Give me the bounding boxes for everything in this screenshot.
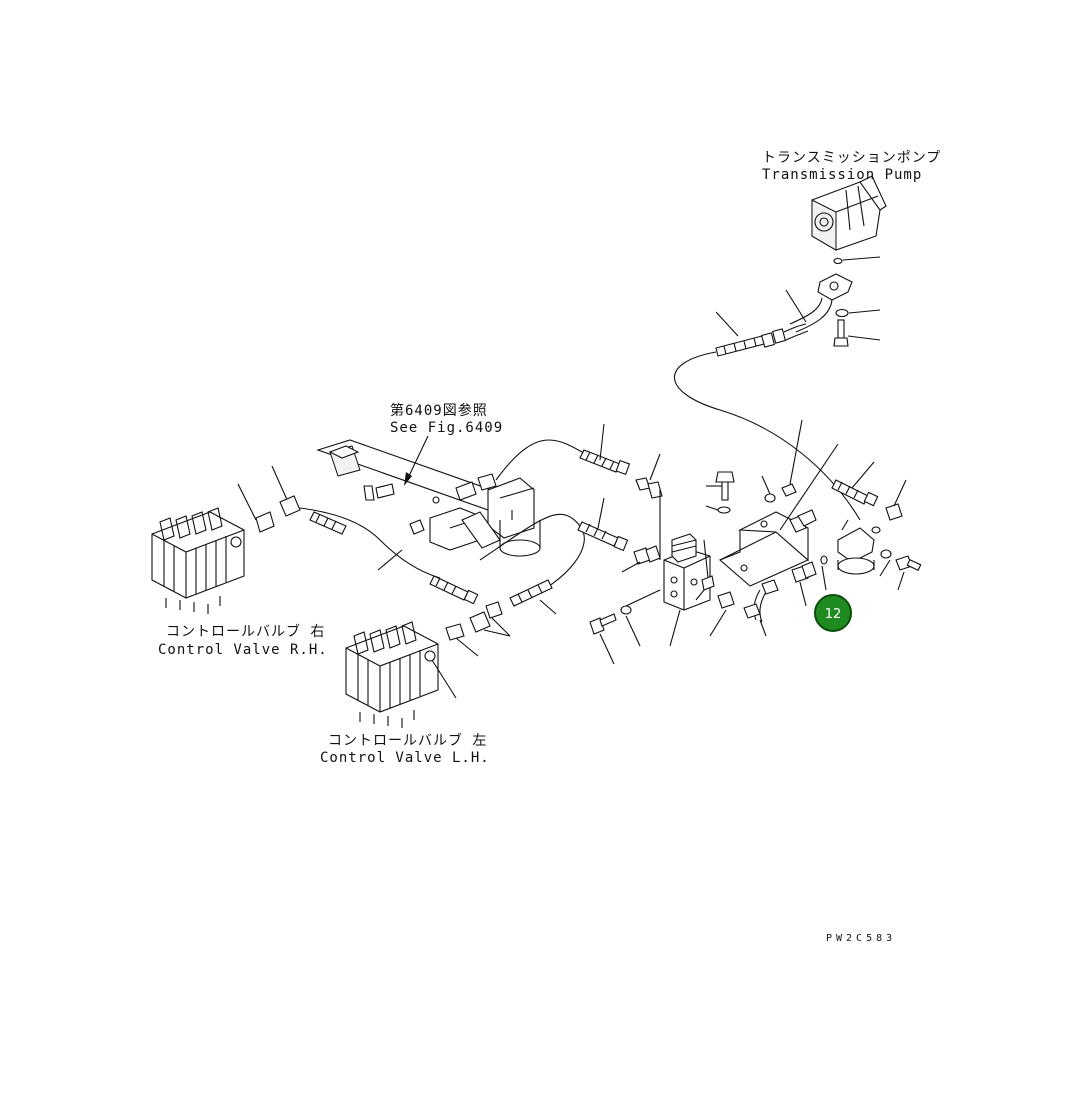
hose-middle-upper [579, 449, 631, 476]
pump-bolt [833, 319, 849, 347]
control-valve-rh-label-en: Control Valve R.H. [158, 642, 328, 658]
hose-rh [309, 511, 347, 535]
rh-adapter [255, 511, 275, 533]
valve-block [663, 533, 711, 611]
fitting-right [791, 561, 817, 583]
hose-pump [715, 323, 809, 357]
fitting-nipple-left [633, 545, 661, 565]
hose-lh [509, 579, 553, 607]
filter-housing [837, 519, 875, 575]
callout-number[interactable]: 12 [825, 607, 842, 622]
hose-right-upper [831, 479, 879, 507]
control-valve-lh [345, 621, 439, 728]
control-valve-rh-label-jp: コントロールバルブ 右 [166, 623, 325, 640]
hose-rh-lower [429, 575, 479, 605]
control-valve-lh-label-en: Control Valve L.H. [320, 750, 490, 766]
rh-elbow [279, 495, 301, 517]
see-fig-label-en: See Fig.6409 [390, 420, 503, 436]
valve-mount-bolt [589, 613, 617, 635]
transmission-pump-label-jp: トランスミッションポンプ [762, 150, 941, 166]
lh-fitting [469, 611, 491, 633]
control-valve-rh [151, 507, 245, 614]
pump-flange-pipe [785, 273, 853, 333]
drawing-code: PW2C583 [826, 933, 896, 944]
mounting-bracket [719, 511, 810, 587]
steering-pipe-assembly [316, 439, 541, 557]
see-fig-label-jp: 第6409図参照 [390, 402, 488, 419]
fitting-elbow-upper [635, 477, 663, 499]
hose-middle-lower [577, 521, 629, 552]
lh-adapter [445, 623, 465, 641]
transmission-pump [811, 175, 887, 251]
transmission-pump-label-en: Transmission Pump [762, 167, 922, 183]
callout-circle[interactable] [814, 594, 852, 632]
housing-bolt [895, 555, 922, 571]
callout-12[interactable]: 12 [814, 594, 852, 632]
bracket-bolt [715, 471, 735, 501]
control-valve-lh-label-jp: コントロールバルブ 左 [328, 732, 487, 749]
